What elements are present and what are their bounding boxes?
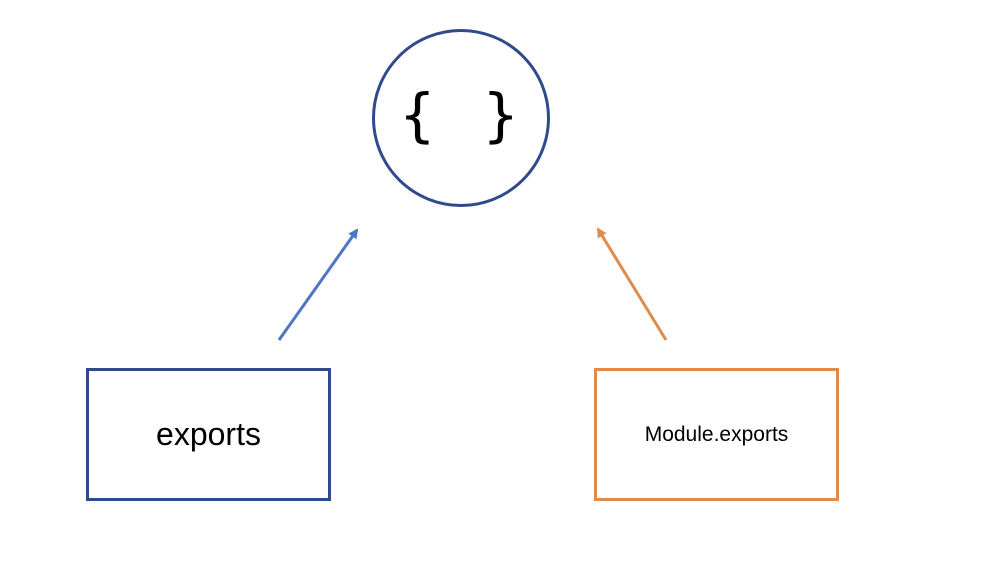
exports-label: exports: [156, 416, 261, 452]
module-exports-label: Module.exports: [644, 422, 789, 446]
module-exports-box: Module.exports: [594, 368, 839, 501]
object-label: { }: [398, 81, 534, 149]
module-exports-arrow: [596, 227, 668, 341]
exports-box: exports: [86, 368, 331, 501]
exports-arrow: [277, 228, 359, 341]
object-circle: { }: [372, 29, 550, 207]
